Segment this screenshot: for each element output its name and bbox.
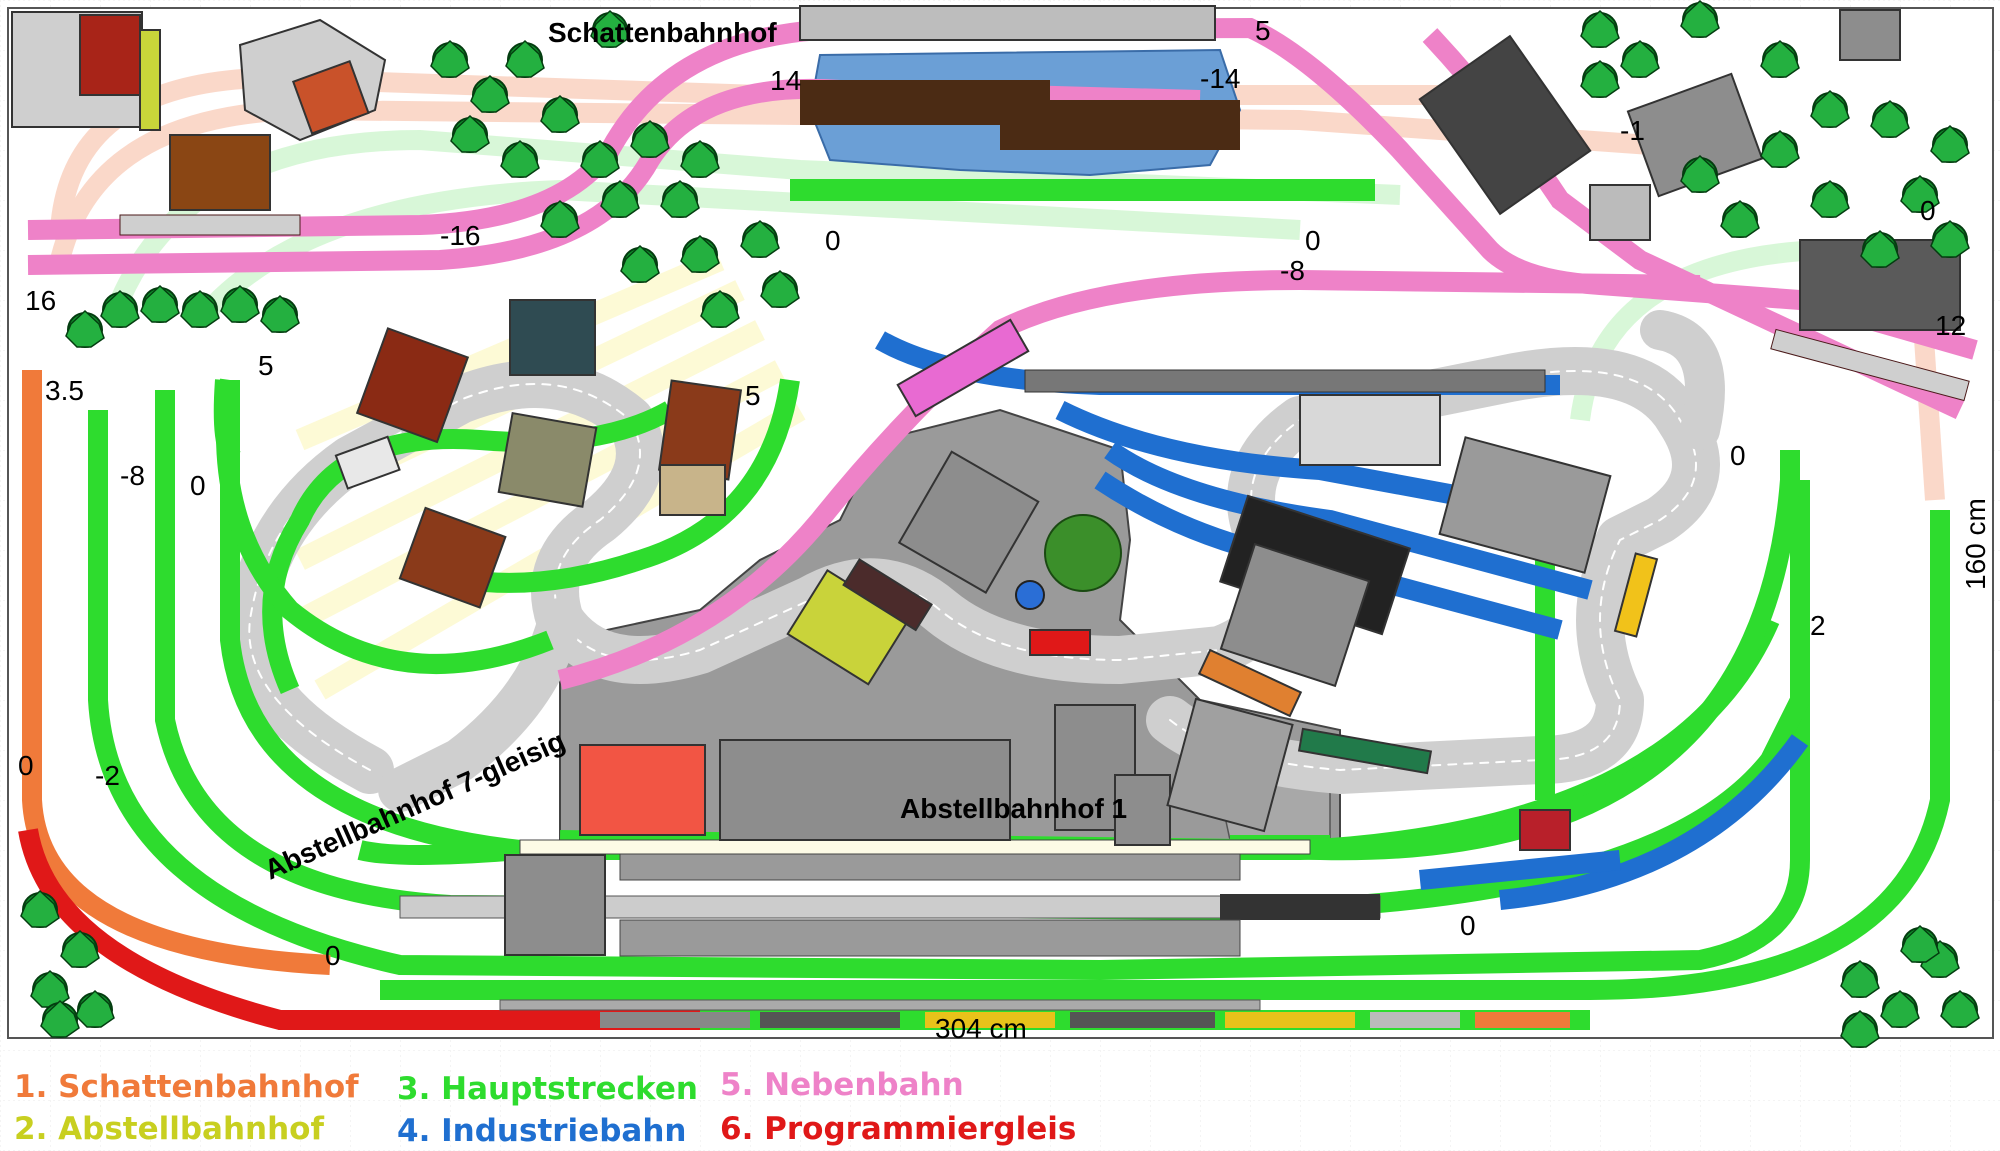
height-label: 12	[1935, 310, 1966, 341]
roads	[225, 310, 1725, 812]
green-roundabout	[1044, 514, 1122, 592]
height-label: -14	[1200, 63, 1240, 94]
height-label: 0	[18, 750, 34, 781]
schattenbahnhof-label: Schattenbahnhof	[548, 17, 777, 48]
bridge-truss	[896, 318, 1030, 418]
height-label: 0	[1730, 440, 1746, 471]
height-label: -2	[95, 760, 120, 791]
height-label: -8	[120, 460, 145, 491]
height-label: 0	[825, 225, 841, 256]
height-label: 5	[1255, 15, 1271, 46]
legend-item-schattenbahnhof: 1. Schattenbahnhof	[14, 1069, 359, 1105]
height-label: -8	[1280, 255, 1305, 286]
height-label: -1	[1620, 115, 1645, 146]
programming-track	[18, 828, 700, 1030]
height-label: 0	[1305, 225, 1321, 256]
legend: 1. Schattenbahnhof 2. Abstellbahnhof 3. …	[14, 1067, 1076, 1149]
height-label: 0	[1920, 195, 1936, 226]
height-label: 0	[1460, 910, 1476, 941]
height-markers: 14 -14 5 16 -16 0 0 -8 12 3.5 5 5 -8 0 0…	[18, 15, 1966, 971]
fountain	[1015, 580, 1045, 610]
abstellbahnhof-label: Abstellbahnhof 1	[900, 793, 1127, 824]
legend-item-hauptstrecken: 3. Hauptstrecken	[397, 1071, 698, 1107]
height-dimension: 160 cm	[1960, 498, 1991, 590]
height-label: -16	[440, 220, 480, 251]
legend-item-nebenbahn: 5. Nebenbahn	[720, 1067, 964, 1103]
buildings	[11, 9, 1961, 956]
legend-item-industriebahn: 4. Industriebahn	[397, 1113, 686, 1149]
height-label: 16	[25, 285, 56, 316]
legend-item-programmiergleis: 6. Programmiergleis	[720, 1111, 1076, 1147]
height-label: 2	[1810, 610, 1826, 641]
height-label: 3.5	[45, 375, 84, 406]
station-trains	[119, 80, 1970, 1030]
height-label: 14	[770, 65, 801, 96]
top-bridge	[799, 5, 1216, 41]
height-label: 0	[325, 940, 341, 971]
shadow-station-track	[22, 370, 331, 975]
height-label: 0	[190, 470, 206, 501]
height-label: 5	[258, 350, 274, 381]
width-dimension: 304 cm	[935, 1013, 1027, 1044]
legend-item-abstellbahnhof: 2. Abstellbahnhof	[14, 1111, 324, 1147]
height-label: 5	[745, 380, 761, 411]
